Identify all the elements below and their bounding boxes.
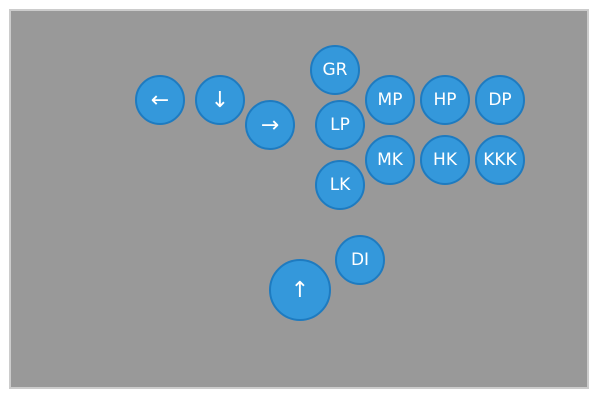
lp-button[interactable]: LP [315, 100, 365, 150]
lk-button[interactable]: LK [315, 160, 365, 210]
hp-button[interactable]: HP [420, 75, 470, 125]
hk-button[interactable]: HK [420, 135, 470, 185]
controller-panel [9, 9, 589, 389]
di-button[interactable]: DI [335, 235, 385, 285]
mp-button[interactable]: MP [365, 75, 415, 125]
kkk-button[interactable]: KKK [475, 135, 525, 185]
left-arrow-button[interactable]: ← [135, 75, 185, 125]
up-arrow-button[interactable]: ↑ [269, 259, 331, 321]
right-arrow-button[interactable]: → [245, 100, 295, 150]
down-arrow-button[interactable]: ↓ [195, 75, 245, 125]
gr-button[interactable]: GR [310, 45, 360, 95]
dp-button[interactable]: DP [475, 75, 525, 125]
mk-button[interactable]: MK [365, 135, 415, 185]
